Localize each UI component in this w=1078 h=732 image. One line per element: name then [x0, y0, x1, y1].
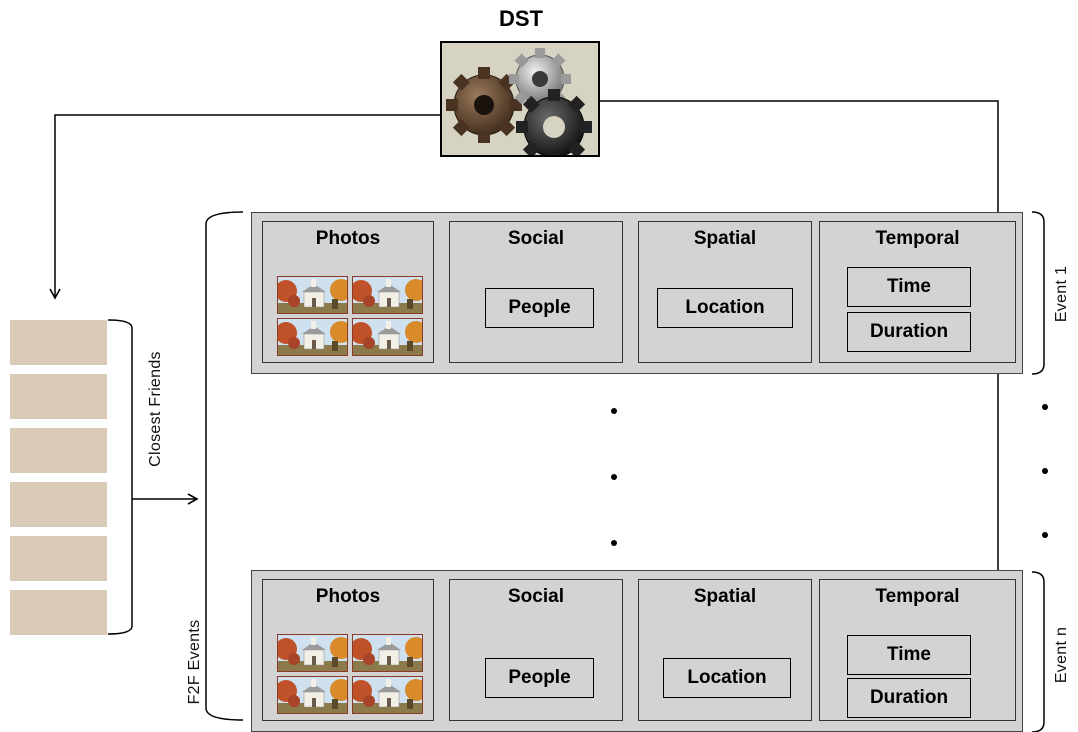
dst-box [440, 41, 600, 157]
event-1-label: Event 1 [1053, 265, 1070, 323]
dst-to-duration-line [600, 100, 999, 687]
photo-thumbnail [277, 276, 348, 314]
event-n-bracket [1031, 571, 1045, 732]
location-box: Location [657, 288, 793, 328]
people-box: People [485, 288, 594, 328]
temporal-title: Temporal [875, 586, 960, 607]
photo-thumbnail [352, 676, 423, 714]
photo-thumbnail [277, 318, 348, 356]
friend-slot [10, 536, 107, 581]
ellipsis-dot [1042, 404, 1048, 410]
photos-title: Photos [315, 586, 381, 607]
closest-friends-label: Closest Friends [147, 351, 164, 467]
friend-slot [10, 320, 107, 365]
friends-bracket [107, 319, 133, 635]
photos-cell: Photos [262, 221, 434, 363]
friend-slot [10, 374, 107, 419]
ellipsis-dot [1042, 532, 1048, 538]
event-card: Photos Social People Spatial Location Te… [251, 570, 1023, 732]
duration-box: Duration [847, 678, 971, 718]
social-cell: Social People [449, 221, 623, 363]
photo-thumbnail [352, 318, 423, 356]
ellipsis-dot [611, 540, 617, 546]
gears-icon [446, 48, 592, 155]
dst-to-friends-arrow [49, 114, 440, 300]
dst-title: DST [499, 6, 543, 31]
time-box: Time [847, 635, 971, 675]
event-n-label: Event n [1053, 626, 1070, 684]
spatial-cell: Spatial Location [638, 221, 812, 363]
location-box: Location [663, 658, 791, 698]
photo-thumbnail [352, 634, 423, 672]
f2f-events-label: F2F Events [186, 619, 203, 705]
spatial-cell: Spatial Location [638, 579, 812, 721]
friend-slot [10, 482, 107, 527]
temporal-title: Temporal [875, 228, 960, 249]
friend-slot [10, 590, 107, 635]
f2f-bracket [205, 211, 244, 721]
duration-box: Duration [847, 312, 971, 352]
photo-thumbnail [277, 676, 348, 714]
ellipsis-dot [611, 474, 617, 480]
photo-thumbnail [352, 276, 423, 314]
temporal-cell: Temporal Time Duration [819, 221, 1016, 363]
event-1-bracket [1031, 211, 1045, 375]
social-cell: Social People [449, 579, 623, 721]
social-title: Social [508, 228, 564, 249]
social-title: Social [508, 586, 564, 607]
event-card: Photos Social People Spatial Location Te… [251, 212, 1023, 374]
friend-slot [10, 428, 107, 473]
photos-cell: Photos [262, 579, 434, 721]
photos-title: Photos [315, 228, 381, 249]
ellipsis-dot [1042, 468, 1048, 474]
ellipsis-dot [611, 408, 617, 414]
spatial-title: Spatial [693, 228, 757, 249]
time-box: Time [847, 267, 971, 307]
spatial-title: Spatial [693, 586, 757, 607]
temporal-cell: Temporal Time Duration [819, 579, 1016, 721]
people-box: People [485, 658, 594, 698]
photo-thumbnail [277, 634, 348, 672]
